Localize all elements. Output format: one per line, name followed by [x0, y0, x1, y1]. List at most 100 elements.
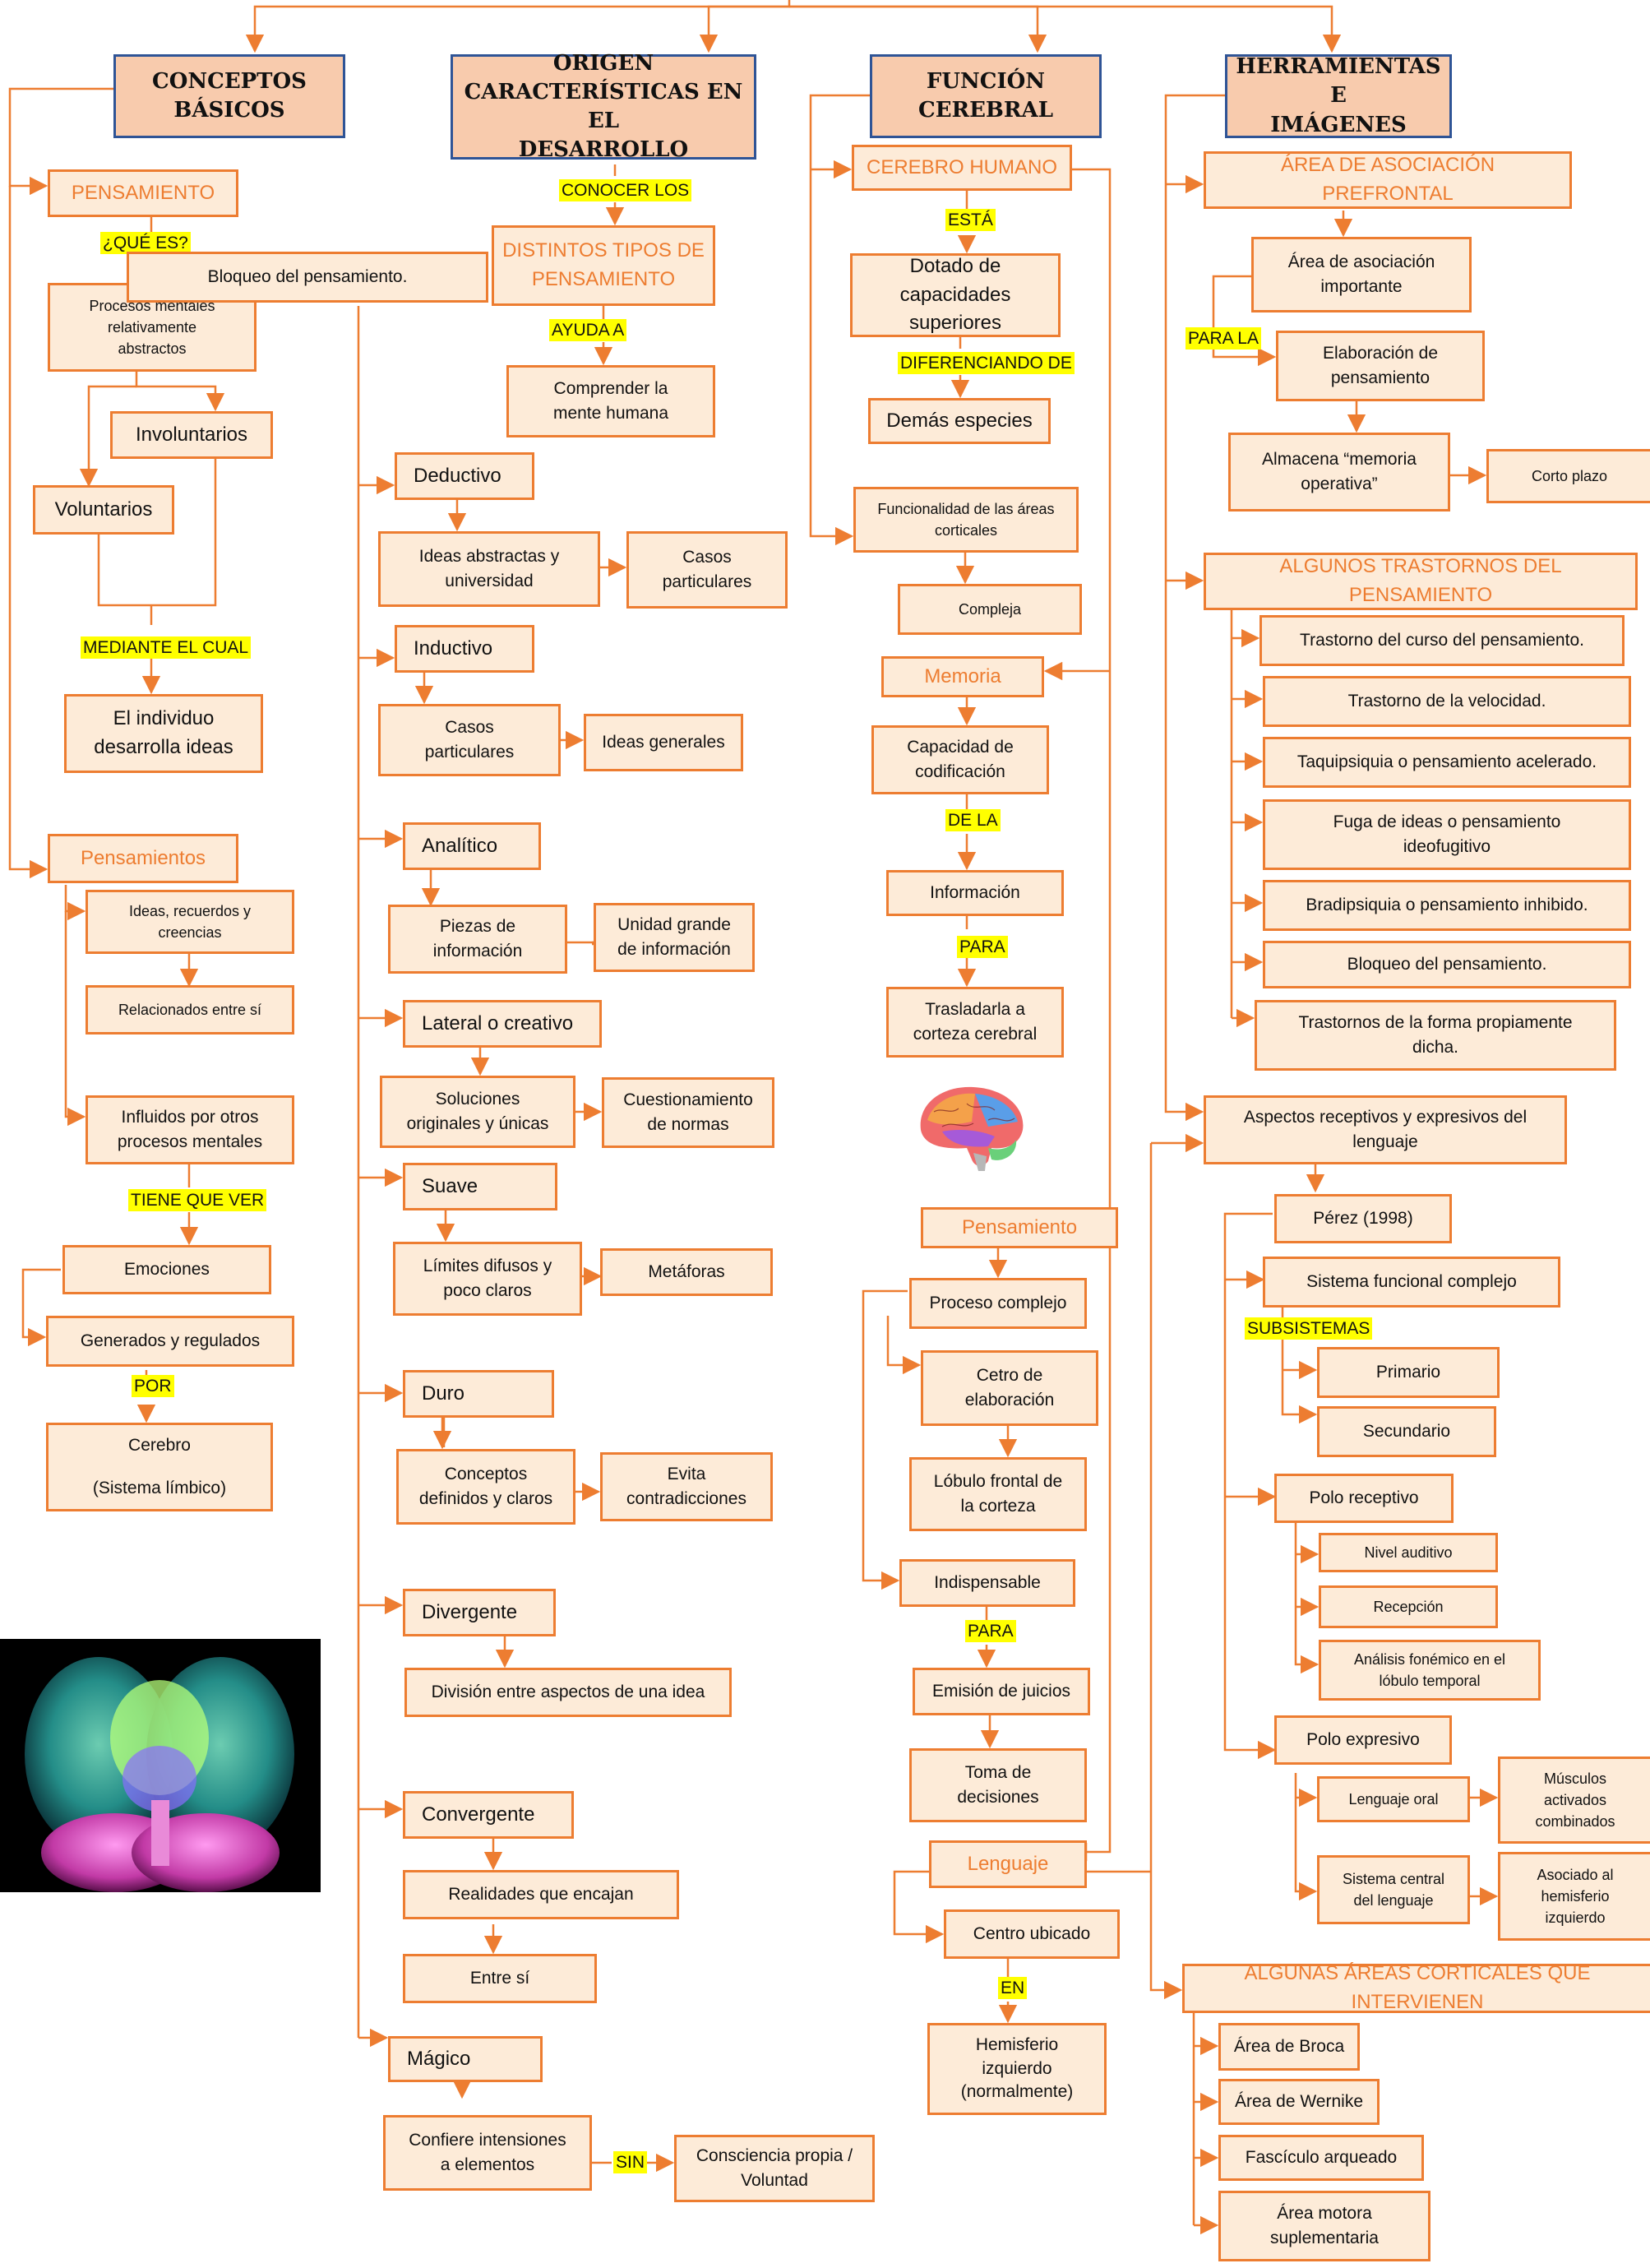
node-individuo-desarrolla: El individuo desarrolla ideas: [64, 694, 263, 773]
node-lenguaje: Lenguaje: [929, 1840, 1087, 1888]
label-esta: ESTÁ: [945, 209, 996, 232]
node-deductivo: Deductivo: [395, 452, 534, 500]
node-compleja: Compleja: [898, 584, 1082, 635]
node-areas-corticales: ALGUNAS ÁREAS CORTICALES QUE INTERVIENEN: [1182, 1962, 1650, 2013]
label-diferenciando-de: DIFERENCIANDO DE: [898, 352, 1075, 375]
node-trastorno-3: Taquipsiquia o pensamiento acelerado.: [1263, 737, 1631, 788]
node-realidades-encajan: Realidades que encajan: [403, 1870, 679, 1919]
node-polo-receptivo: Polo receptivo: [1274, 1474, 1454, 1523]
node-nivel-auditivo: Nivel auditivo: [1319, 1533, 1498, 1572]
node-elaboracion-pensamiento: Elaboración de pensamiento: [1276, 331, 1485, 401]
node-cerebro-sistema-limbico: Cerebro (Sistema límbico): [46, 1423, 273, 1511]
node-ideas-recuerdos: Ideas, recuerdos y creencias: [86, 890, 294, 954]
node-pensamiento-title: PENSAMIENTO: [48, 169, 238, 217]
node-lenguaje-oral: Lenguaje oral: [1317, 1776, 1470, 1822]
node-influidos: Influidos por otros procesos mentales: [86, 1095, 294, 1164]
node-cerebro-humano: CEREBRO HUMANO: [852, 145, 1072, 191]
node-corto-plazo: Corto plazo: [1486, 449, 1650, 503]
node-inductivo: Inductivo: [395, 625, 534, 673]
node-ideas-generales: Ideas generales: [584, 714, 743, 771]
node-ideas-abstractas: Ideas abstractas y universidad: [378, 531, 600, 607]
node-capacidad-codificacion: Capacidad de codificación: [871, 725, 1049, 794]
label-mediante-el-cual: MEDIANTE EL CUAL: [81, 636, 252, 660]
node-indispensable: Indispensable: [899, 1559, 1075, 1607]
node-perez-1998: Pérez (1998): [1274, 1194, 1452, 1243]
node-trastorno-1: Trastorno del curso del pensamiento.: [1259, 615, 1625, 666]
node-toma-decisiones: Toma de decisiones: [909, 1748, 1087, 1822]
node-trastornos: ALGUNOS TRASTORNOS DEL PENSAMIENTO: [1204, 553, 1638, 610]
label-por: POR: [132, 1375, 174, 1398]
node-emision-juicios: Emisión de juicios: [913, 1668, 1090, 1715]
node-area-asociacion: Área de asociación importante: [1251, 237, 1472, 312]
node-consciencia-propia: Consciencia propia / Voluntad: [674, 2135, 875, 2202]
node-cuestionamiento: Cuestionamiento de normas: [602, 1077, 774, 1148]
node-informacion: Información: [886, 870, 1064, 916]
node-primario: Primario: [1317, 1347, 1500, 1398]
node-duro: Duro: [403, 1370, 554, 1418]
node-unidad-grande: Unidad grande de información: [594, 903, 755, 972]
node-generados-regulados: Generados y regulados: [46, 1316, 294, 1367]
node-dotado-capacidades: Dotado de capacidades superiores: [850, 253, 1061, 337]
label-subsistemas: SUBSISTEMAS: [1245, 1317, 1373, 1340]
node-trastorno-6: Bloqueo del pensamiento.: [1263, 941, 1631, 988]
node-secundario: Secundario: [1317, 1406, 1496, 1457]
node-pensamientos: Pensamientos: [48, 834, 238, 883]
label-sin: SIN: [613, 2151, 648, 2174]
node-divergente: Divergente: [403, 1589, 556, 1636]
node-trastorno-7: Trastornos de la forma propiamente dicha…: [1255, 1000, 1616, 1071]
node-confiere-intensiones: Confiere intensiones a elementos: [383, 2115, 592, 2191]
label-que-es: ¿QUÉ ES?: [100, 232, 191, 255]
node-area-motora: Área motora suplementaria: [1218, 2191, 1430, 2261]
node-comprender-mente: Comprender la mente humana: [506, 365, 715, 437]
node-analitico: Analítico: [403, 822, 541, 870]
node-area-broca: Área de Broca: [1218, 2023, 1360, 2071]
label-en: EN: [998, 1977, 1028, 2000]
node-emociones: Emociones: [62, 1245, 271, 1294]
node-demas-especies: Demás especies: [868, 398, 1051, 444]
label-tiene-que-ver: TIENE QUE VER: [128, 1189, 267, 1212]
node-trastorno-5: Bradipsiquia o pensamiento inhibido.: [1263, 880, 1631, 931]
node-sistema-central: Sistema central del lenguaje: [1317, 1855, 1470, 1924]
node-piezas-informacion: Piezas de información: [388, 905, 567, 974]
node-almacena-memoria: Almacena “memoria operativa”: [1228, 433, 1450, 511]
node-evita-contradicciones: Evita contradicciones: [600, 1452, 773, 1521]
label-ayuda-a: AYUDA A: [549, 319, 627, 342]
node-distintos-tipos: DISTINTOS TIPOS DE PENSAMIENTO: [492, 225, 715, 306]
node-bloqueo-overlay: Bloqueo del pensamiento.: [127, 252, 488, 303]
node-area-wernike: Área de Wernike: [1218, 2079, 1380, 2125]
node-conceptos-definidos: Conceptos definidos y claros: [396, 1449, 575, 1525]
node-division-aspectos: División entre aspectos de una idea: [404, 1668, 732, 1717]
node-relacionados: Relacionados entre sí: [86, 985, 294, 1034]
node-centro-ubicado: Centro ubicado: [944, 1909, 1120, 1959]
node-proceso-complejo: Proceso complejo: [909, 1278, 1087, 1329]
node-metaforas: Metáforas: [600, 1248, 773, 1296]
node-asociado-hemisferio: Asociado al hemisferio izquierdo: [1498, 1852, 1650, 1941]
label-de-la: DE LA: [945, 809, 1001, 832]
node-trasladarla-corteza: Trasladarla a corteza cerebral: [886, 987, 1064, 1058]
node-suave: Suave: [403, 1163, 557, 1210]
node-trastorno-2: Trastorno de la velocidad.: [1263, 676, 1631, 727]
node-analisis-fonemico: Análisis fonémico en el lóbulo temporal: [1319, 1640, 1541, 1701]
node-convergente: Convergente: [403, 1791, 574, 1839]
node-pensamiento-col3: Pensamiento: [921, 1207, 1118, 1248]
node-memoria: Memoria: [881, 656, 1044, 697]
brain-lateral-image: [909, 1079, 1033, 1176]
node-lateral-creativo: Lateral o creativo: [403, 1000, 602, 1048]
node-funcionalidad-areas: Funcionalidad de las áreas corticales: [853, 487, 1079, 553]
node-musculos-activados: Músculos activados combinados: [1498, 1757, 1650, 1844]
node-recepcion: Recepción: [1319, 1585, 1498, 1628]
node-casos-particulares-2: Casos particulares: [378, 704, 561, 776]
node-limites-difusos: Límites difusos y poco claros: [393, 1242, 582, 1316]
header-funcion-cerebral: FUNCIÓN CEREBRAL: [870, 54, 1102, 138]
label-conocer-los: CONOCER LOS: [559, 179, 692, 202]
node-involuntarios: Involuntarios: [110, 411, 273, 459]
label-para-1: PARA: [957, 936, 1008, 959]
label-para-2: PARA: [965, 1620, 1016, 1643]
brain-3d-image: [0, 1639, 321, 1892]
node-voluntarios: Voluntarios: [33, 485, 174, 535]
header-conceptos-basicos: CONCEPTOS BÁSICOS: [113, 54, 345, 138]
header-herramientas: HERRAMIENTAS E IMÁGENES: [1225, 54, 1452, 138]
node-lobulo-frontal: Lóbulo frontal de la corteza: [909, 1457, 1087, 1531]
node-entre-si: Entre sí: [403, 1954, 597, 2003]
node-polo-expresivo: Polo expresivo: [1274, 1715, 1452, 1765]
